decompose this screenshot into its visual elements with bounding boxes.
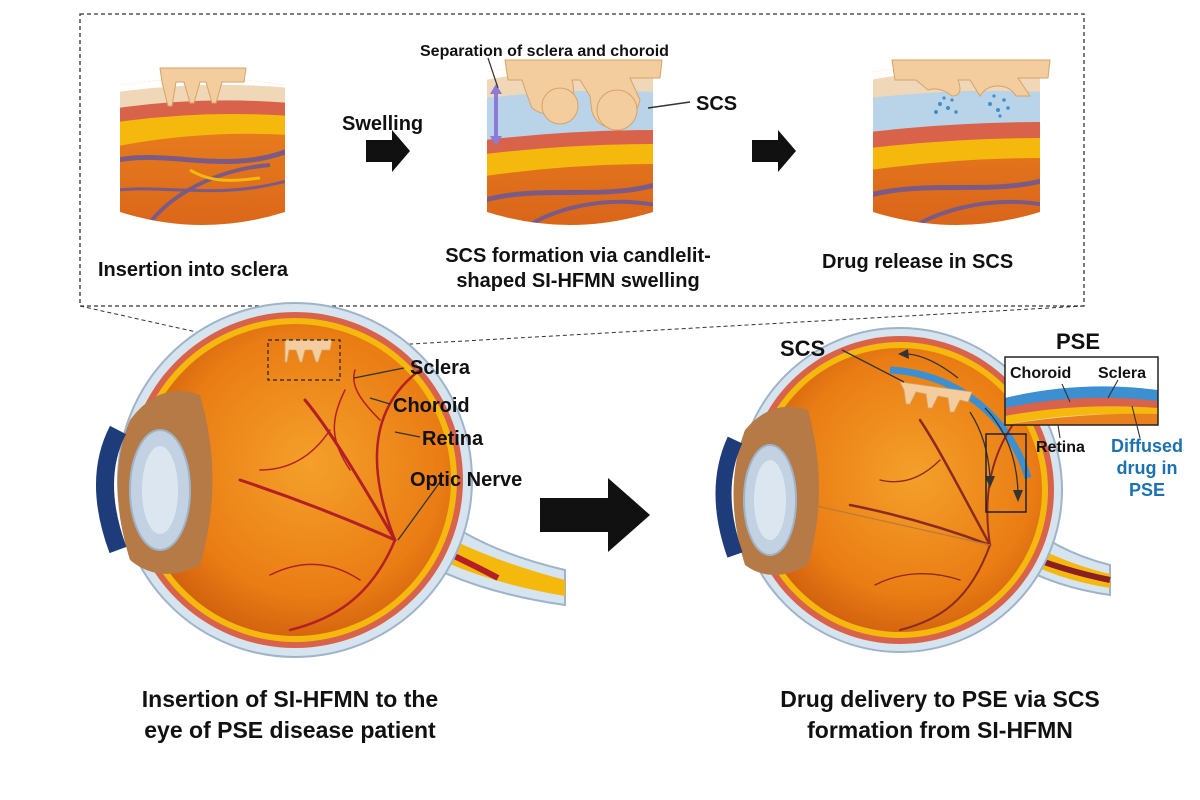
tissue-step1 bbox=[120, 78, 285, 225]
microneedles-step2 bbox=[504, 59, 663, 131]
microneedles-step3 bbox=[891, 59, 1051, 97]
separation-label: Separation of sclera and choroid bbox=[420, 43, 669, 60]
left-eye-caption-line1: Insertion of SI-HFMN to the bbox=[141, 686, 439, 712]
diffused-line1: Diffused bbox=[1111, 436, 1183, 456]
zoom-line-right bbox=[339, 305, 1085, 349]
arrow-left-to-right bbox=[540, 478, 650, 552]
right-eye-caption-line2: formation from SI-HFMN bbox=[807, 717, 1073, 743]
drug-dots bbox=[934, 94, 1010, 118]
left-eye-caption-line2: eye of PSE disease patient bbox=[144, 717, 436, 743]
step3-caption: Drug release in SCS bbox=[822, 251, 1014, 273]
pse-inset bbox=[1004, 356, 1159, 439]
inset-label-retina: Retina bbox=[1036, 439, 1085, 456]
top-panel-frame bbox=[79, 13, 1085, 307]
label-choroid: Choroid bbox=[393, 395, 470, 417]
diffused-drug-label: Diffused drug in PSE bbox=[1100, 435, 1194, 501]
diffused-line2: drug in bbox=[1116, 458, 1178, 478]
pse-inset-title: PSE bbox=[1056, 329, 1101, 354]
separation-arrow bbox=[487, 57, 502, 146]
microneedles-step1 bbox=[159, 67, 247, 107]
inset-label-sclera: Sclera bbox=[1098, 365, 1147, 382]
right-eye-caption-line1: Drug delivery to PSE via SCS bbox=[780, 686, 1100, 712]
zoom-box bbox=[267, 339, 341, 381]
inset-label-choroid: Choroid bbox=[1010, 365, 1072, 382]
diffused-line3: PSE bbox=[1128, 480, 1166, 500]
scs-pointer-top bbox=[647, 101, 691, 109]
left-eye-caption: Insertion of SI-HFMN to the eye of PSE d… bbox=[60, 684, 520, 746]
left-eye-leaders bbox=[353, 367, 441, 541]
right-eye-caption: Drug delivery to PSE via SCS formation f… bbox=[700, 684, 1180, 746]
label-retina: Retina bbox=[422, 428, 484, 450]
label-optic-nerve: Optic Nerve bbox=[410, 469, 523, 491]
right-eye bbox=[715, 327, 1111, 653]
label-sclera: Sclera bbox=[410, 357, 471, 379]
pse-box bbox=[985, 433, 1027, 513]
step2-caption-line1: SCS formation via candlelit- bbox=[445, 245, 711, 267]
scs-label-eye: SCS bbox=[780, 336, 826, 361]
step1-caption: Insertion into sclera bbox=[98, 259, 289, 281]
scs-pointer-eye bbox=[841, 349, 905, 383]
arrow-step1-to-step2 bbox=[366, 130, 410, 172]
left-eye bbox=[96, 302, 566, 658]
arrow-step2-to-step3 bbox=[752, 130, 796, 172]
step2-caption-line2: shaped SI-HFMN swelling bbox=[456, 270, 700, 292]
scs-label-top: SCS bbox=[696, 93, 738, 115]
step2-caption: SCS formation via candlelit- shaped SI-H… bbox=[398, 244, 758, 294]
swelling-label: Swelling bbox=[342, 113, 424, 135]
